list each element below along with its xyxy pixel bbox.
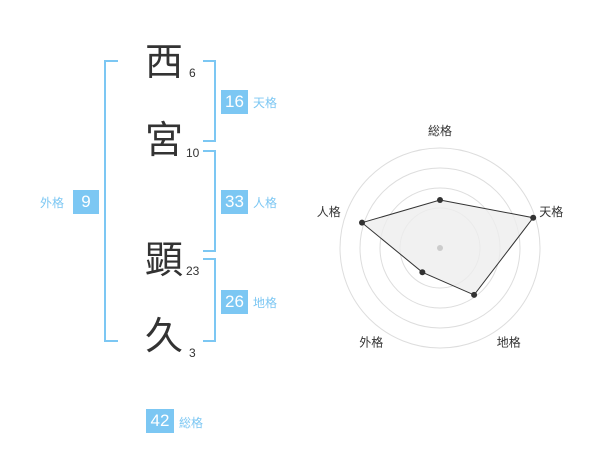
soukaku-label: 総格	[179, 416, 204, 430]
radar-axis-label-3: 地格	[497, 335, 521, 350]
stroke-count-1: 6	[189, 66, 196, 80]
tenkaku-value: 16	[221, 90, 248, 114]
gaikaku-label: 外格	[40, 196, 65, 210]
soukaku-value: 42	[146, 409, 174, 433]
jinkaku-label: 人格	[253, 196, 278, 210]
radar-point-3	[471, 291, 478, 298]
jinkaku-bracket	[203, 150, 216, 252]
tenkaku-label: 天格	[253, 96, 278, 110]
radar-point-1	[437, 197, 443, 203]
radar-point-5	[359, 219, 366, 226]
radar-axis-label-4: 外格	[359, 335, 383, 350]
radar-axis-label-2: 天格	[539, 204, 563, 219]
name-char-1: 西	[144, 40, 183, 84]
radar-ring-1	[339, 147, 541, 349]
chikaku-bracket	[203, 258, 216, 342]
stroke-count-4: 3	[189, 346, 196, 360]
radar-ring-2	[359, 167, 521, 329]
radar-point-4	[419, 269, 426, 276]
jinkaku-value: 33	[221, 190, 248, 214]
stroke-count-2: 10	[186, 146, 200, 160]
name-char-2: 宮	[144, 118, 183, 162]
radar-axis-label-5: 人格	[317, 204, 341, 219]
radar-point-2	[530, 214, 537, 221]
chikaku-value: 26	[221, 290, 248, 314]
radar-axis-label-1: 総格	[428, 123, 452, 138]
radar-center	[437, 245, 443, 251]
tenkaku-bracket	[203, 60, 216, 142]
name-char-4: 久	[144, 314, 183, 358]
chikaku-label: 地格	[253, 296, 278, 310]
name-char-3: 顕	[144, 238, 183, 282]
gaikaku-value: 9	[73, 190, 99, 214]
gaikaku-bracket	[104, 60, 118, 342]
radar-area	[360, 199, 535, 296]
stroke-count-3: 23	[186, 264, 200, 278]
